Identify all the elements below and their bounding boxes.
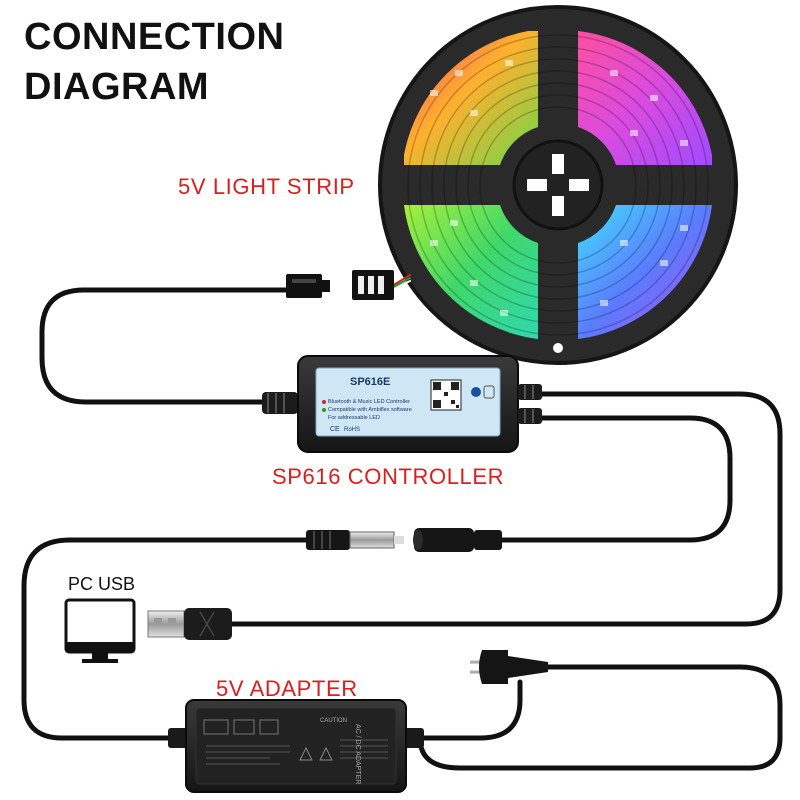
dc-barrel-plug-male (306, 530, 404, 550)
cable-controller-to-strip (39, 287, 291, 405)
eu-ac-plug (470, 650, 548, 684)
cables (21, 274, 783, 771)
pc-monitor-icon (64, 598, 136, 663)
controller-mark-ce: CE (330, 426, 340, 433)
label-adapter: 5V ADAPTER (216, 676, 358, 701)
reel-quadrant-top-right (578, 31, 712, 165)
reel-quadrant-bottom-right (578, 205, 712, 339)
diagram-title-line2: DIAGRAM (24, 66, 210, 108)
strip-lead-red (391, 274, 411, 287)
label-pc-usb: PC USB (68, 574, 136, 594)
adapter-label-title: AC / DC ADAPTER (354, 724, 361, 784)
reel-quadrant-top-left (404, 31, 538, 165)
jst-connector-male (352, 270, 394, 300)
diagram-title-line1: CONNECTION (24, 16, 285, 58)
cable-adapter-ac-a (397, 679, 523, 741)
adapter-label-caution: CAUTION (320, 718, 347, 724)
label-controller: SP616 CONTROLLER (272, 464, 505, 489)
jst-connector-female (286, 274, 330, 298)
cable-controller-usb (229, 391, 783, 627)
reel-quadrant-bottom-left (404, 205, 538, 339)
controller-model-text: SP616E (350, 376, 390, 388)
controller-device: SP616E Bluetooth & Music LED Controller … (262, 355, 542, 453)
label-light-strip: 5V LIGHT STRIP (178, 174, 355, 199)
led-strip-reel (378, 5, 738, 365)
controller-desc-line1: Bluetooth & Music LED Controller (328, 399, 410, 405)
cable-adapter-ac-b (417, 664, 783, 771)
led-strip-windings (407, 34, 709, 336)
strip-lead-white (391, 280, 411, 291)
usb-plug (147, 608, 232, 640)
controller-mark-rohs: RoHS (344, 427, 360, 433)
reel-hub-cross (527, 154, 589, 216)
controller-desc-line2: Compatible with Ambiflex software (328, 407, 412, 413)
cable-adapter-dc (21, 537, 313, 741)
dc-barrel-jack-female (413, 528, 502, 552)
cable-controller-power (469, 415, 733, 543)
controller-desc-line3: For addressable LED (328, 415, 380, 421)
reel-mounting-hole (553, 343, 563, 353)
led-chips (430, 60, 688, 316)
strip-lead-green (391, 277, 411, 289)
power-adapter-device: AC / DC ADAPTER CAUTION (168, 699, 424, 793)
bluetooth-logo (471, 387, 481, 397)
